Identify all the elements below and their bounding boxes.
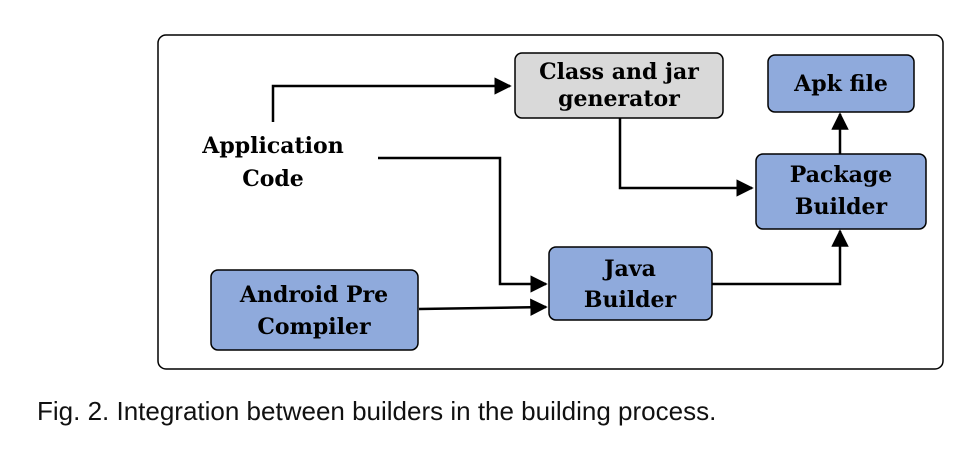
- node-java-builder: Java Builder: [548, 246, 713, 321]
- class-jar-label-line1: Class and jar: [539, 59, 699, 85]
- java-builder-label-line2: Builder: [584, 287, 677, 313]
- android-pre-compiler-label-line2: Compiler: [257, 314, 371, 340]
- figure-caption: Fig. 2. Integration between builders in …: [37, 396, 717, 426]
- application-code-label-line2: Code: [242, 166, 304, 192]
- edge-precompiler-to-javabuilder: [418, 298, 548, 316]
- edge-appcode-to-javabuilder: [378, 156, 548, 293]
- android-pre-compiler-label-line1: Android Pre: [239, 282, 388, 308]
- edge-classjar-to-packagebuilder: [618, 118, 754, 197]
- java-builder-label-line1: Java: [602, 256, 656, 282]
- package-builder-label-line2: Builder: [795, 194, 888, 220]
- apk-file-label: Apk file: [793, 71, 888, 97]
- application-code-label-line1: Application: [201, 133, 343, 159]
- node-android-pre-compiler: Android Pre Compiler: [210, 269, 419, 351]
- diagram-frame: [157, 34, 944, 370]
- node-apk-file: Apk file: [767, 54, 915, 113]
- edge-javabuilder-to-packagebuilder: [712, 229, 849, 286]
- edge-appcode-to-classjar: [271, 77, 512, 122]
- build-process-diagram: Class and jar generator Apk file Applica…: [157, 34, 944, 370]
- node-class-jar-generator: Class and jar generator: [514, 52, 724, 119]
- class-jar-label-line2: generator: [558, 86, 680, 112]
- node-application-code: Application Code: [201, 133, 343, 192]
- node-package-builder: Package Builder: [755, 153, 927, 230]
- package-builder-label-line1: Package: [790, 162, 892, 188]
